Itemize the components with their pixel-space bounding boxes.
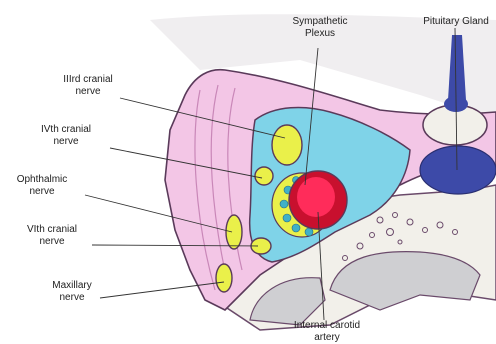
pituitary-gland [420,146,496,194]
label-fourth-cranial-nerve-line2: nerve [24,136,108,148]
label-ophthalmic-nerve: Ophthalmic nerve [4,174,80,198]
label-pituitary-gland-line1: Pituitary Gland [418,16,494,28]
label-maxillary-nerve: Maxillary nerve [40,280,104,304]
label-fourth-cranial-nerve: IVth cranial nerve [24,124,108,148]
internal-carotid-artery-lumen [297,177,335,217]
label-sympathetic-plexus: Sympathetic Plexus [288,16,352,40]
label-pituitary-gland: Pituitary Gland [418,16,494,28]
label-sympathetic-plexus-line2: Plexus [288,28,352,40]
label-fourth-cranial-nerve-line1: IVth cranial [24,124,108,136]
label-internal-carotid-artery: Internal carotid artery [282,320,372,344]
label-ophthalmic-nerve-line2: nerve [4,186,80,198]
label-sixth-cranial-nerve-line2: nerve [12,236,92,248]
nerve-fourth [255,167,273,185]
label-internal-carotid-artery-line2: artery [282,332,372,344]
label-third-cranial-nerve-line1: IIIrd cranial [50,74,126,86]
label-maxillary-nerve-line2: nerve [40,292,104,304]
label-third-cranial-nerve-line2: nerve [50,86,126,98]
label-sixth-cranial-nerve-line1: VIth cranial [12,224,92,236]
label-third-cranial-nerve: IIIrd cranial nerve [50,74,126,98]
nerve-maxillary [216,264,232,292]
label-maxillary-nerve-line1: Maxillary [40,280,104,292]
nerve-third [272,125,302,165]
label-sympathetic-plexus-line1: Sympathetic [288,16,352,28]
label-ophthalmic-nerve-line1: Ophthalmic [4,174,80,186]
nerve-ophthalmic [226,215,242,249]
label-sixth-cranial-nerve: VIth cranial nerve [12,224,92,248]
label-internal-carotid-artery-line1: Internal carotid [282,320,372,332]
